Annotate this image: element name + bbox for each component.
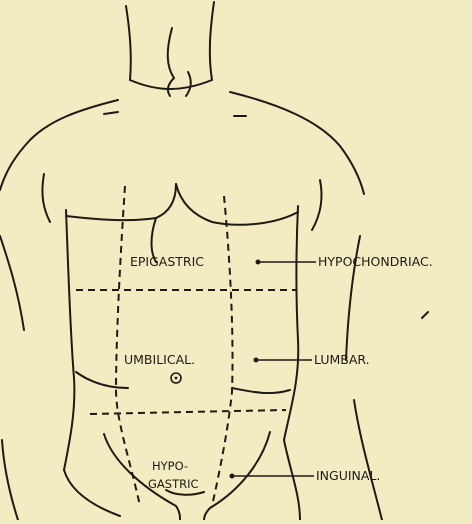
- label-hypochondriac: HYPOCHONDRIAC.: [318, 254, 433, 269]
- stray-mark: [422, 312, 428, 318]
- neck-outline: [126, 2, 214, 96]
- callout-hypochondriac: [256, 260, 317, 265]
- label-epigastric: EPIGASTRIC: [130, 254, 204, 269]
- label-lumbar: LUMBAR.: [314, 352, 370, 367]
- shoulder-outline: [0, 92, 364, 194]
- label-umbilical: UMBILICAL.: [124, 352, 195, 367]
- collarbone-marks: [104, 112, 246, 116]
- label-hypogastric-line1: HYPO-: [152, 459, 188, 473]
- chest-outline: [66, 184, 298, 262]
- callout-lumbar: [254, 358, 313, 363]
- vertical-boundary-left: [116, 186, 140, 506]
- region-boundaries: [76, 186, 296, 506]
- navel-marker: [171, 373, 181, 383]
- callout-inguinal: [230, 474, 315, 479]
- intertubercular-line: [90, 410, 286, 414]
- vertical-boundary-right: [212, 196, 233, 506]
- label-inguinal: INGUINAL.: [316, 468, 380, 483]
- label-hypogastric-line2: GASTRIC: [148, 477, 199, 491]
